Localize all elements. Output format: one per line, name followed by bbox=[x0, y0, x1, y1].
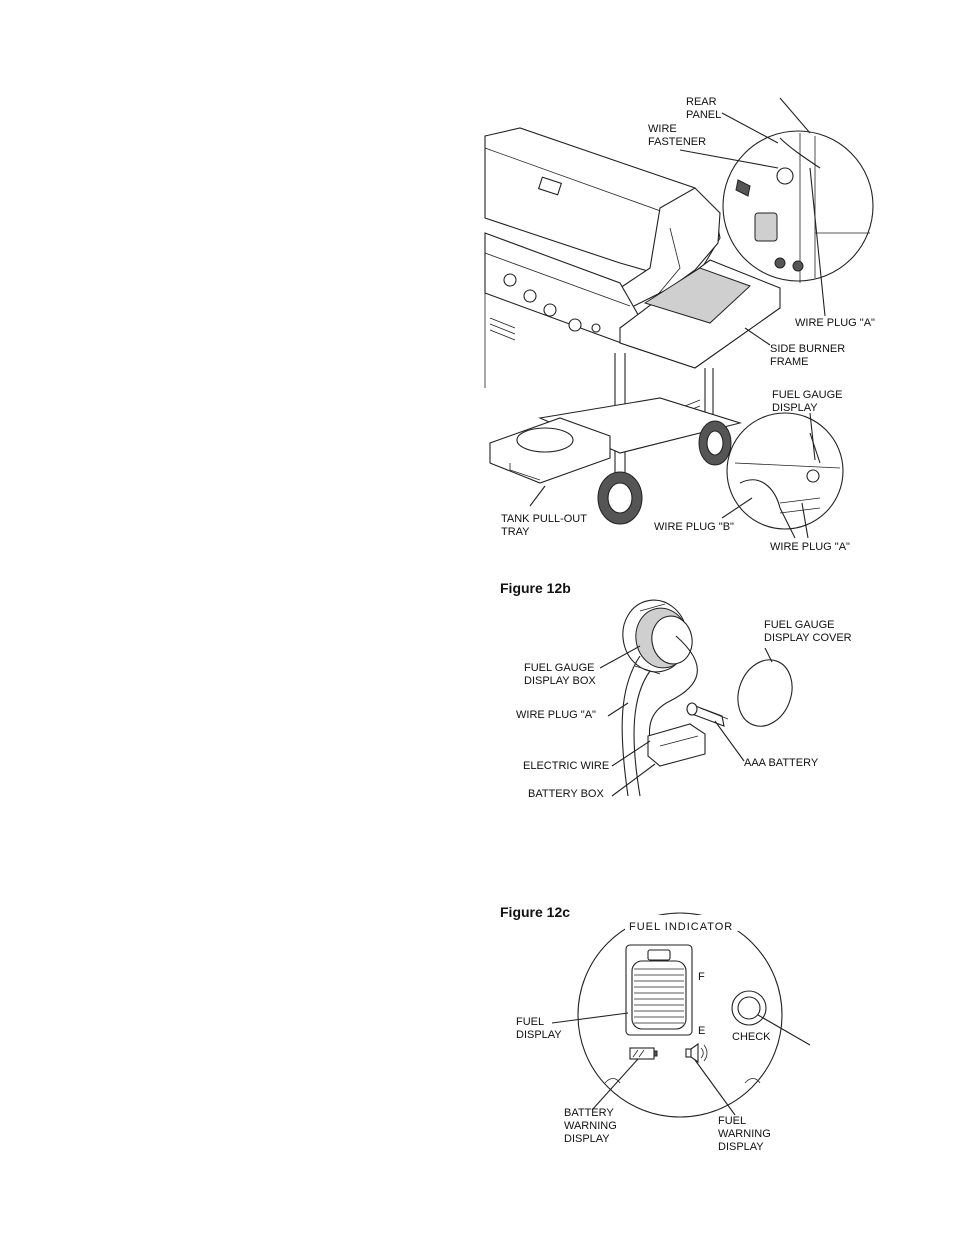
battery-box-label: BATTERY BOX bbox=[528, 788, 604, 800]
fuel-warning-display-label: FUEL WARNING DISPLAY bbox=[718, 1115, 771, 1153]
figure-12a: REAR PANEL WIRE FASTENER WIRE PLUG "A" S… bbox=[480, 88, 880, 558]
empty-mark: E bbox=[698, 1025, 706, 1037]
tank-pull-out-tray-label: TANK PULL-OUT TRAY bbox=[501, 513, 587, 538]
fuel-indicator-title: FUEL INDICATOR bbox=[629, 921, 734, 933]
electric-wire-label: ELECTRIC WIRE bbox=[523, 760, 610, 772]
wire-plug-a-bottom-label: WIRE PLUG "A" bbox=[770, 541, 850, 553]
figure-12c-caption: Figure 12c bbox=[500, 904, 571, 920]
check-button-label: CHECK bbox=[732, 1031, 771, 1043]
fuel-gauge-display-label: FUEL GAUGE DISPLAY bbox=[772, 389, 843, 414]
side-burner-frame-label: SIDE BURNER FRAME bbox=[770, 343, 846, 368]
fuel-gauge-display-box-label: FUEL GAUGE DISPLAY BOX bbox=[524, 662, 596, 687]
fuel-gauge-exploded-view bbox=[599, 599, 793, 797]
figure-12b-caption: Figure 12b bbox=[500, 580, 571, 596]
battery-warning-display-label: BATTERY WARNING DISPLAY bbox=[564, 1107, 617, 1145]
rear-panel-label: REAR PANEL bbox=[686, 96, 722, 121]
figure-12b: FUEL GAUGE DISPLAY BOX WIRE PLUG "A" ELE… bbox=[500, 596, 860, 806]
wire-plug-a-top-label: WIRE PLUG "A" bbox=[795, 317, 875, 329]
full-mark: F bbox=[698, 971, 705, 983]
wire-fastener-label: WIRE FASTENER bbox=[648, 123, 707, 148]
aaa-battery-label: AAA BATTERY bbox=[744, 757, 819, 769]
fuel-display-label: FUEL DISPLAY bbox=[516, 1016, 562, 1041]
fuel-indicator-illustration bbox=[551, 912, 811, 1118]
fuel-gauge-display-cover-label: FUEL GAUGE DISPLAY COVER bbox=[764, 619, 852, 644]
figure-12c: FUEL INDICATOR F E CHECK FUEL DISPLAY BA… bbox=[500, 905, 840, 1160]
wire-plug-b-label: WIRE PLUG "B" bbox=[654, 521, 734, 533]
grill-illustration bbox=[484, 97, 874, 539]
wire-plug-a-label: WIRE PLUG "A" bbox=[516, 709, 596, 721]
